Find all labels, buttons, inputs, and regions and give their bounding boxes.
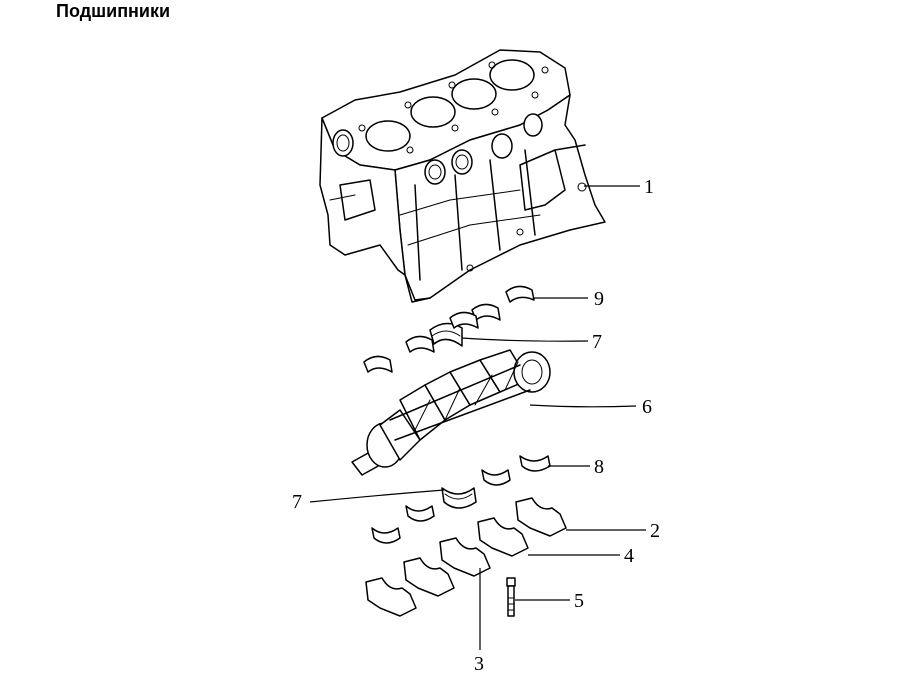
lower-bearing-shells [371,455,551,544]
page-title: Подшипники [56,1,171,21]
callout-1: 1 [644,176,654,198]
callout-6: 6 [642,396,652,418]
callout-3: 3 [474,653,484,675]
callout-2: 2 [650,520,660,542]
callout-labels: 1 9 7 6 8 7 2 4 5 3 [292,176,660,675]
callout-5: 5 [574,590,584,612]
crankshaft [351,349,551,476]
main-bearing-caps [365,497,567,617]
leader-lines [309,185,646,650]
callout-8: 8 [594,456,604,478]
upper-bearing-shells [363,285,535,373]
cap-bolt [506,577,516,617]
callout-4: 4 [624,545,634,567]
callout-7-lower: 7 [292,491,302,513]
callout-9: 9 [594,288,604,310]
callout-7-upper: 7 [592,331,602,353]
engine-block [319,49,606,303]
